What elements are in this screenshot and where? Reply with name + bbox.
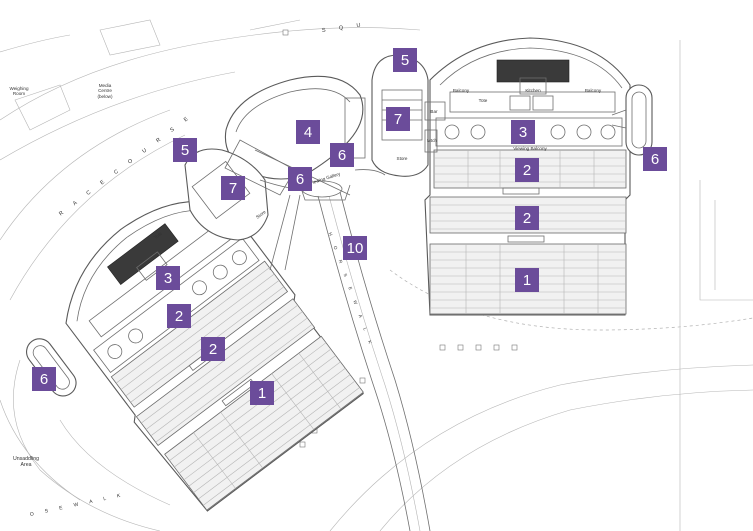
marker-5-west: 5 <box>173 138 197 162</box>
weighing-room-label: Weighing Room <box>9 86 29 97</box>
east-stair-tower <box>611 84 653 156</box>
tote-east-label: Tote <box>478 98 488 103</box>
media-centre-label: Media Centre (below) <box>97 83 113 99</box>
bar-label: Bar <box>430 109 438 114</box>
marker-3-west: 3 <box>156 266 180 290</box>
marker-2-west-a: 2 <box>167 304 191 328</box>
marker-2-east-a: 2 <box>515 158 539 182</box>
marker-5-east: 5 <box>393 48 417 72</box>
landscape-lines <box>0 19 753 531</box>
marker-7-west: 7 <box>221 176 245 200</box>
marker-1-east: 1 <box>515 268 539 292</box>
viewing-balcony-label: Viewing Balcony <box>513 146 547 151</box>
marker-3-east: 3 <box>511 120 535 144</box>
mtch-label: Mtch <box>427 138 437 143</box>
marker-6-center-a: 6 <box>330 143 354 167</box>
balcony-right-label: Balcony <box>584 88 602 93</box>
marker-2-east-b: 2 <box>515 206 539 230</box>
store-east-label: Store <box>396 156 408 161</box>
marker-2-west-b: 2 <box>201 337 225 361</box>
marker-10: 10 <box>343 236 367 260</box>
marker-6-east: 6 <box>643 147 667 171</box>
balcony-left-label: Balcony <box>452 88 470 93</box>
viewing-gallery <box>224 75 364 201</box>
marker-6-west: 6 <box>32 367 56 391</box>
unsaddling-area-label: Unsaddling Area <box>13 456 39 468</box>
marker-4: 4 <box>296 120 320 144</box>
marker-7-east: 7 <box>386 107 410 131</box>
marker-1-west: 1 <box>250 381 274 405</box>
marker-6-center-b: 6 <box>288 167 312 191</box>
kitchen-label: Kitchen <box>525 88 541 93</box>
